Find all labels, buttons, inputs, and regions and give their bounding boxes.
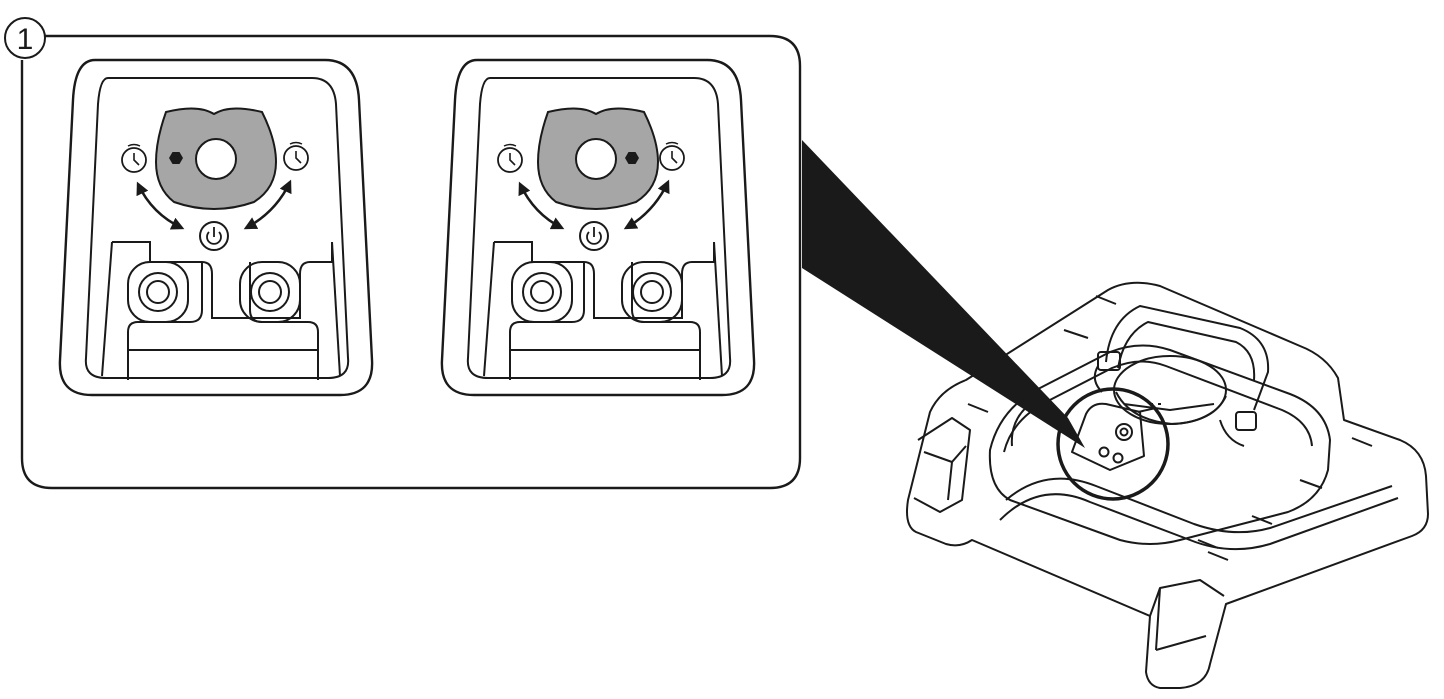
knob-left — [511, 261, 573, 323]
zoom-wedge — [802, 140, 1085, 448]
clock-icon — [121, 143, 147, 173]
double-arrow-icon — [136, 181, 185, 230]
clock-icon — [283, 141, 309, 171]
double-arrow-icon — [623, 179, 670, 230]
control-panel-right — [440, 58, 756, 397]
power-icon — [199, 221, 229, 251]
step-badge: 1 — [4, 17, 46, 59]
pool-robot-illustration — [906, 281, 1429, 689]
step-number: 1 — [17, 23, 34, 56]
callout-frame — [20, 34, 802, 490]
clock-icon — [659, 141, 685, 171]
clock-icon — [497, 143, 523, 173]
double-arrow-icon — [518, 181, 565, 230]
power-icon — [579, 221, 609, 251]
knob-left — [127, 261, 189, 323]
control-panel-left — [58, 58, 374, 397]
double-arrow-icon — [243, 179, 292, 230]
highlight-circle — [1056, 387, 1170, 501]
